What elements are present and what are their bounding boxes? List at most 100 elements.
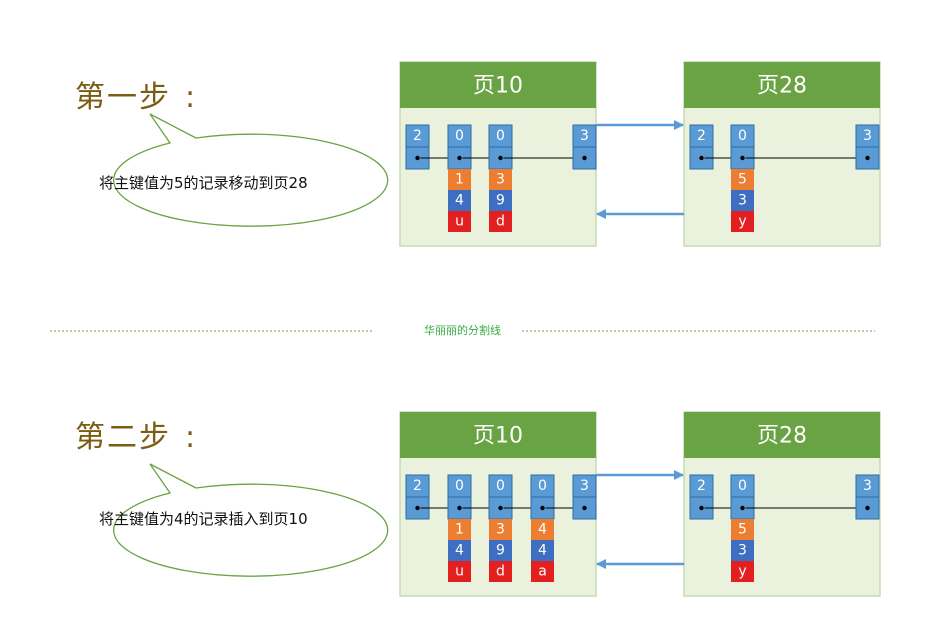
slot-value: 0 — [738, 128, 747, 144]
record-value: 9 — [496, 193, 505, 209]
record-value: 1 — [455, 522, 464, 538]
record-value: y — [738, 214, 746, 230]
page-header — [400, 62, 596, 108]
dot-icon — [699, 505, 704, 511]
directory-slot: 3 — [572, 474, 597, 520]
directory-slot: 3 — [855, 124, 880, 170]
divider-label: 华丽丽的分割线 — [0, 322, 925, 338]
record-value: d — [496, 214, 505, 230]
directory-slot: 0 5 3 y — [730, 124, 866, 232]
directory-slot: 2 — [405, 124, 458, 170]
record-cell — [489, 561, 512, 582]
record-value: 4 — [538, 543, 547, 559]
record-value: 3 — [496, 522, 505, 538]
record-cell — [731, 190, 754, 211]
record-cell — [448, 169, 471, 190]
record-value: 3 — [738, 193, 747, 209]
dot-icon — [699, 155, 704, 161]
dot-icon — [415, 155, 420, 161]
record-cell — [531, 540, 554, 561]
page-title: 页10 — [473, 74, 523, 99]
slot-value: 3 — [863, 128, 872, 144]
record-cell — [489, 169, 512, 190]
dot-icon — [865, 155, 870, 161]
dot-icon — [457, 155, 462, 161]
slot-value: 3 — [580, 128, 589, 144]
record-cell — [489, 540, 512, 561]
slot-value: 0 — [455, 478, 464, 494]
record-value: u — [455, 214, 464, 230]
record-cell — [489, 190, 512, 211]
directory-slot: 3 — [572, 124, 597, 170]
record-cell — [531, 561, 554, 582]
step-2-bubble-text: 将主键值为4的记录插入到页10 — [99, 510, 308, 528]
slot-value: 0 — [496, 478, 505, 494]
record-value: 4 — [538, 522, 547, 538]
record-cell — [731, 169, 754, 190]
directory-slot: 2 — [405, 474, 458, 520]
slot-value: 3 — [580, 478, 589, 494]
record-cell — [731, 211, 754, 232]
dot-icon — [582, 155, 587, 161]
speech-bubbles — [113, 113, 389, 577]
step-1-bubble-text: 将主键值为5的记录移动到页28 — [99, 174, 308, 192]
page-title: 页28 — [757, 424, 807, 449]
directory-slot: 3 — [855, 474, 880, 520]
directory-slot: 0 3 9 d — [488, 474, 541, 582]
slot-value: 0 — [496, 128, 505, 144]
step-2-label: 第二步: — [75, 412, 197, 456]
record-value: 4 — [455, 193, 464, 209]
record-value: d — [496, 564, 505, 580]
page-1-1: 页10 2 0 1 4 u 0 3 9 d 3 — [399, 61, 597, 247]
step-1-colon: : — [185, 80, 198, 115]
dot-icon — [457, 505, 462, 511]
slot-value: 0 — [455, 128, 464, 144]
record-cell — [448, 211, 471, 232]
record-cell — [448, 190, 471, 211]
record-value: 5 — [738, 172, 747, 188]
page-title: 页10 — [473, 424, 523, 449]
directory-slot: 2 — [689, 124, 741, 170]
page-1-2: 页28 2 0 5 3 y 3 — [683, 61, 881, 247]
slot-value: 2 — [413, 128, 422, 144]
slot-value: 0 — [738, 478, 747, 494]
record-cell — [489, 211, 512, 232]
dot-icon — [740, 505, 745, 511]
record-value: y — [738, 564, 746, 580]
step-2-colon: : — [185, 420, 198, 455]
record-cell — [731, 519, 754, 540]
record-value: 9 — [496, 543, 505, 559]
slot-value: 2 — [697, 128, 706, 144]
slot-value: 3 — [863, 478, 872, 494]
dot-icon — [415, 505, 420, 511]
step-2-label-text: 第二步 — [75, 420, 171, 455]
dot-icon — [865, 505, 870, 511]
record-value: 4 — [455, 543, 464, 559]
record-cell — [448, 561, 471, 582]
record-cell — [731, 540, 754, 561]
step-1-label-text: 第一步 — [75, 80, 171, 115]
page-header — [684, 62, 880, 108]
record-cell — [731, 561, 754, 582]
record-cell — [531, 519, 554, 540]
record-cell — [448, 540, 471, 561]
directory-slot: 0 1 4 u — [447, 474, 499, 582]
slot-value: 2 — [697, 478, 706, 494]
record-cell — [489, 519, 512, 540]
divider-text: 华丽丽的分割线 — [404, 324, 521, 337]
dot-icon — [740, 155, 745, 161]
directory-slot: 0 3 9 d — [488, 124, 583, 232]
record-value: u — [455, 564, 464, 580]
dot-icon — [582, 505, 587, 511]
page-title: 页28 — [757, 74, 807, 99]
record-value: 3 — [496, 172, 505, 188]
page-header — [400, 412, 596, 458]
record-value: 5 — [738, 522, 747, 538]
directory-slot: 0 1 4 u — [447, 124, 499, 232]
record-value: 1 — [455, 172, 464, 188]
